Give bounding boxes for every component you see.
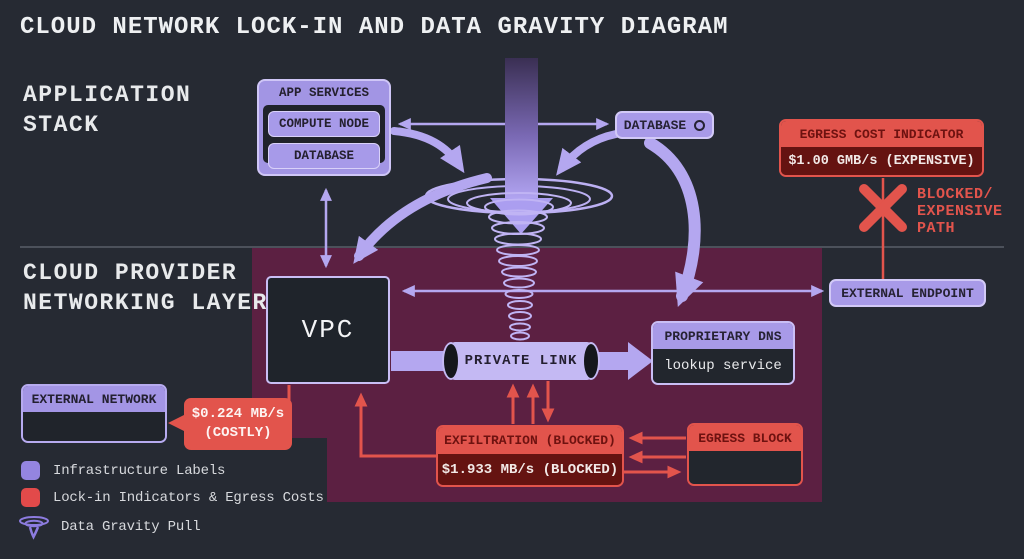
legend-label-lockin: Lock-in Indicators & Egress Costs [53, 489, 324, 506]
blocked-path-x-icon [859, 184, 907, 232]
app-services-box: APP SERVICES COMPUTE NODE DATABASE [257, 79, 391, 176]
data-gravity-funnel [466, 192, 572, 341]
exfiltration-box: EXFILTRATION (BLOCKED) $1.933 MB/s (BLOC… [436, 425, 624, 487]
pull-arrow-vortex-vpc [353, 173, 492, 264]
costly-rate-box: $0.224 MB/s (COSTLY) [184, 398, 292, 450]
legend-label-infrastructure: Infrastructure Labels [53, 462, 226, 479]
legend-item-gravity: Data Gravity Pull [17, 513, 201, 541]
database-node-label: DATABASE [623, 117, 687, 133]
pipe-dns-arrowhead [628, 342, 653, 380]
private-link-cylinder: PRIVATE LINK [442, 342, 600, 380]
pull-arrow-appservices [390, 127, 465, 174]
page-title: CLOUD NETWORK LOCK-IN AND DATA GRAVITY D… [20, 14, 729, 41]
proprietary-dns-title: PROPRIETARY DNS [653, 323, 793, 349]
vpc-box: VPC [266, 276, 390, 384]
proprietary-dns-box: PROPRIETARY DNS lookup service [651, 321, 795, 385]
egress-block-title: EGRESS BLOCK [689, 425, 801, 451]
private-link-label: PRIVATE LINK [451, 342, 591, 380]
external-network-title: EXTERNAL NETWORK [23, 386, 165, 412]
proprietary-dns-value: lookup service [653, 349, 793, 383]
blocked-expensive-path-label: BLOCKED/ EXPENSIVE PATH [917, 186, 1003, 237]
database-node: DATABASE [615, 111, 714, 139]
database-circle-icon [694, 119, 706, 131]
external-endpoint-box: EXTERNAL ENDPOINT [829, 279, 986, 307]
legend-item-lockin: Lock-in Indicators & Egress Costs [21, 488, 324, 507]
app-services-panel: COMPUTE NODE DATABASE [263, 105, 385, 169]
egress-block-box: EGRESS BLOCK [687, 423, 803, 486]
pull-arrow-database-dns [644, 137, 704, 308]
exfiltration-value: $1.933 MB/s (BLOCKED) [438, 454, 622, 485]
costly-arrowhead [168, 414, 186, 432]
legend-item-infrastructure: Infrastructure Labels [21, 461, 225, 480]
cloud-provider-layer-label: CLOUD PROVIDER NETWORKING LAYER [23, 260, 268, 316]
big-gravity-arrow [490, 58, 553, 234]
exfiltration-title: EXFILTRATION (BLOCKED) [438, 427, 622, 454]
red-line-exfil-vpc [354, 392, 437, 458]
external-network-body [23, 412, 165, 441]
data-gravity-pull-icon [19, 516, 49, 540]
compute-node-box: COMPUTE NODE [268, 111, 380, 137]
app-services-title: APP SERVICES [278, 86, 369, 100]
application-stack-label: APPLICATION STACK [23, 82, 192, 138]
egress-block-body [689, 451, 801, 484]
external-network-box: EXTERNAL NETWORK [21, 384, 167, 443]
egress-cost-title: EGRESS COST INDICATOR [781, 121, 982, 147]
app-database-box: DATABASE [268, 143, 380, 169]
egress-cost-value: $1.00 GMB/s (EXPENSIVE) [781, 147, 982, 175]
pull-arrow-database [556, 130, 620, 176]
lockin-swatch [21, 488, 40, 507]
cylinder-cap-left [442, 342, 460, 380]
legend-label-gravity: Data Gravity Pull [61, 519, 201, 535]
cylinder-cap-right [582, 342, 600, 380]
egress-cost-indicator-box: EGRESS COST INDICATOR $1.00 GMB/s (EXPEN… [779, 119, 984, 177]
infrastructure-swatch [21, 461, 40, 480]
